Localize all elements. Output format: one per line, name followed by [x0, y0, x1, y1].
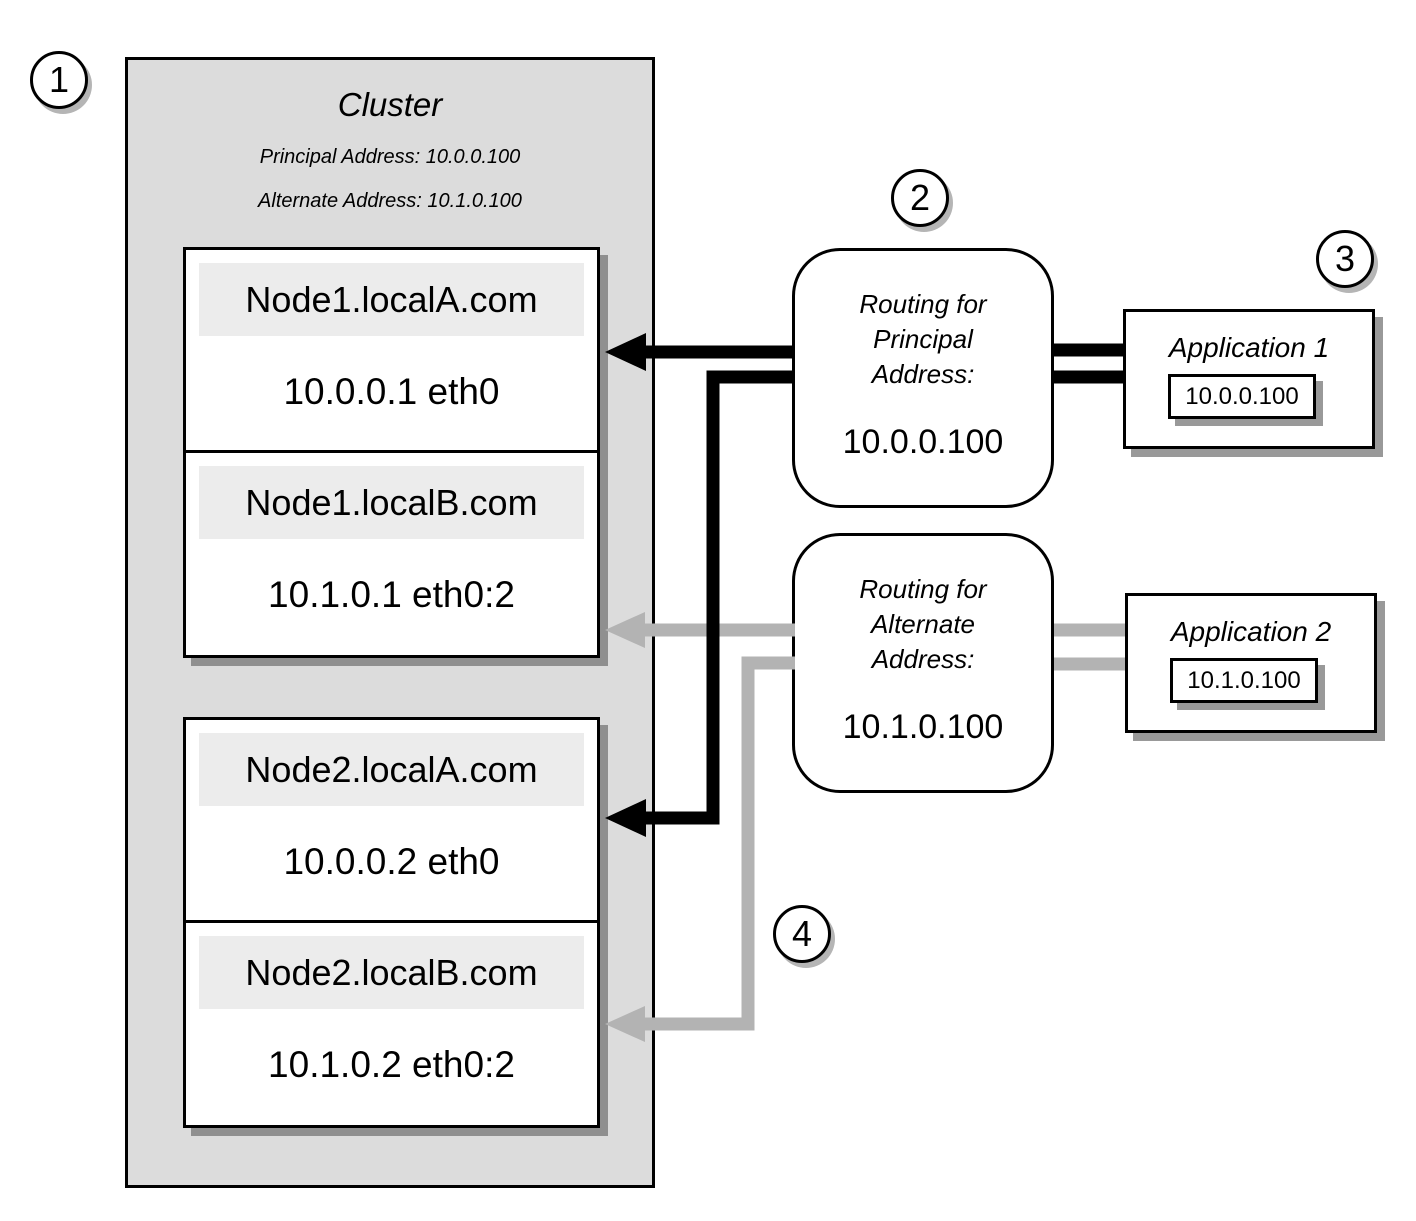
step-badge-4: 4 — [773, 905, 831, 963]
step-badge-2: 2 — [891, 169, 949, 227]
node1-interface-a-hostname: Node1.localA.com — [199, 263, 584, 336]
step-badge-3: 3 — [1316, 230, 1374, 288]
node1-box: Node1.localA.com 10.0.0.1 eth0 Node1.loc… — [183, 247, 600, 658]
principal-route-link-app1 — [1051, 343, 1123, 384]
cluster-box: Cluster Principal Address: 10.0.0.100 Al… — [125, 57, 655, 1188]
node1-interface-b-hostname: Node1.localB.com — [199, 466, 584, 539]
application1-box: Application 1 10.0.0.100 — [1123, 309, 1375, 449]
routing-alternate-box: Routing for Alternate Address: 10.1.0.10… — [792, 533, 1054, 793]
application2-title: Application 2 — [1170, 616, 1332, 647]
node1-divider — [185, 450, 598, 453]
cluster-principal-address: Principal Address: 10.0.0.100 — [259, 146, 521, 168]
node2-interface-b-hostname: Node2.localB.com — [199, 936, 584, 1009]
routing-alternate-address: 10.1.0.100 — [842, 708, 1004, 746]
node2-interface-b-address: 10.1.0.2 eth0:2 — [268, 1044, 515, 1085]
node2-interface-a-address: 10.0.0.2 eth0 — [283, 841, 500, 882]
application2-address-box: 10.1.0.100 — [1170, 658, 1318, 703]
routing-alternate-label: Routing for Alternate Address: — [859, 574, 987, 674]
routing-principal-label: Routing for Principal Address: — [859, 289, 987, 389]
node1-interface-b-address: 10.1.0.1 eth0:2 — [268, 574, 515, 615]
node2-interface-a-hostname: Node2.localA.com — [199, 733, 584, 806]
application1-address-box: 10.0.0.100 — [1168, 374, 1316, 419]
step-badge-1: 1 — [30, 51, 88, 109]
node1-interface-a-address: 10.0.0.1 eth0 — [283, 371, 500, 412]
application1-title: Application 1 — [1168, 332, 1330, 363]
routing-principal-address: 10.0.0.100 — [842, 423, 1004, 461]
node2-divider — [185, 920, 598, 923]
cluster-title: Cluster — [337, 86, 443, 123]
application2-box: Application 2 10.1.0.100 — [1125, 593, 1377, 733]
node2-box: Node2.localA.com 10.0.0.2 eth0 Node2.loc… — [183, 717, 600, 1128]
alternate-route-link-app2 — [1054, 623, 1125, 671]
cluster-alternate-address: Alternate Address: 10.1.0.100 — [258, 190, 522, 212]
routing-principal-box: Routing for Principal Address: 10.0.0.10… — [792, 248, 1054, 508]
